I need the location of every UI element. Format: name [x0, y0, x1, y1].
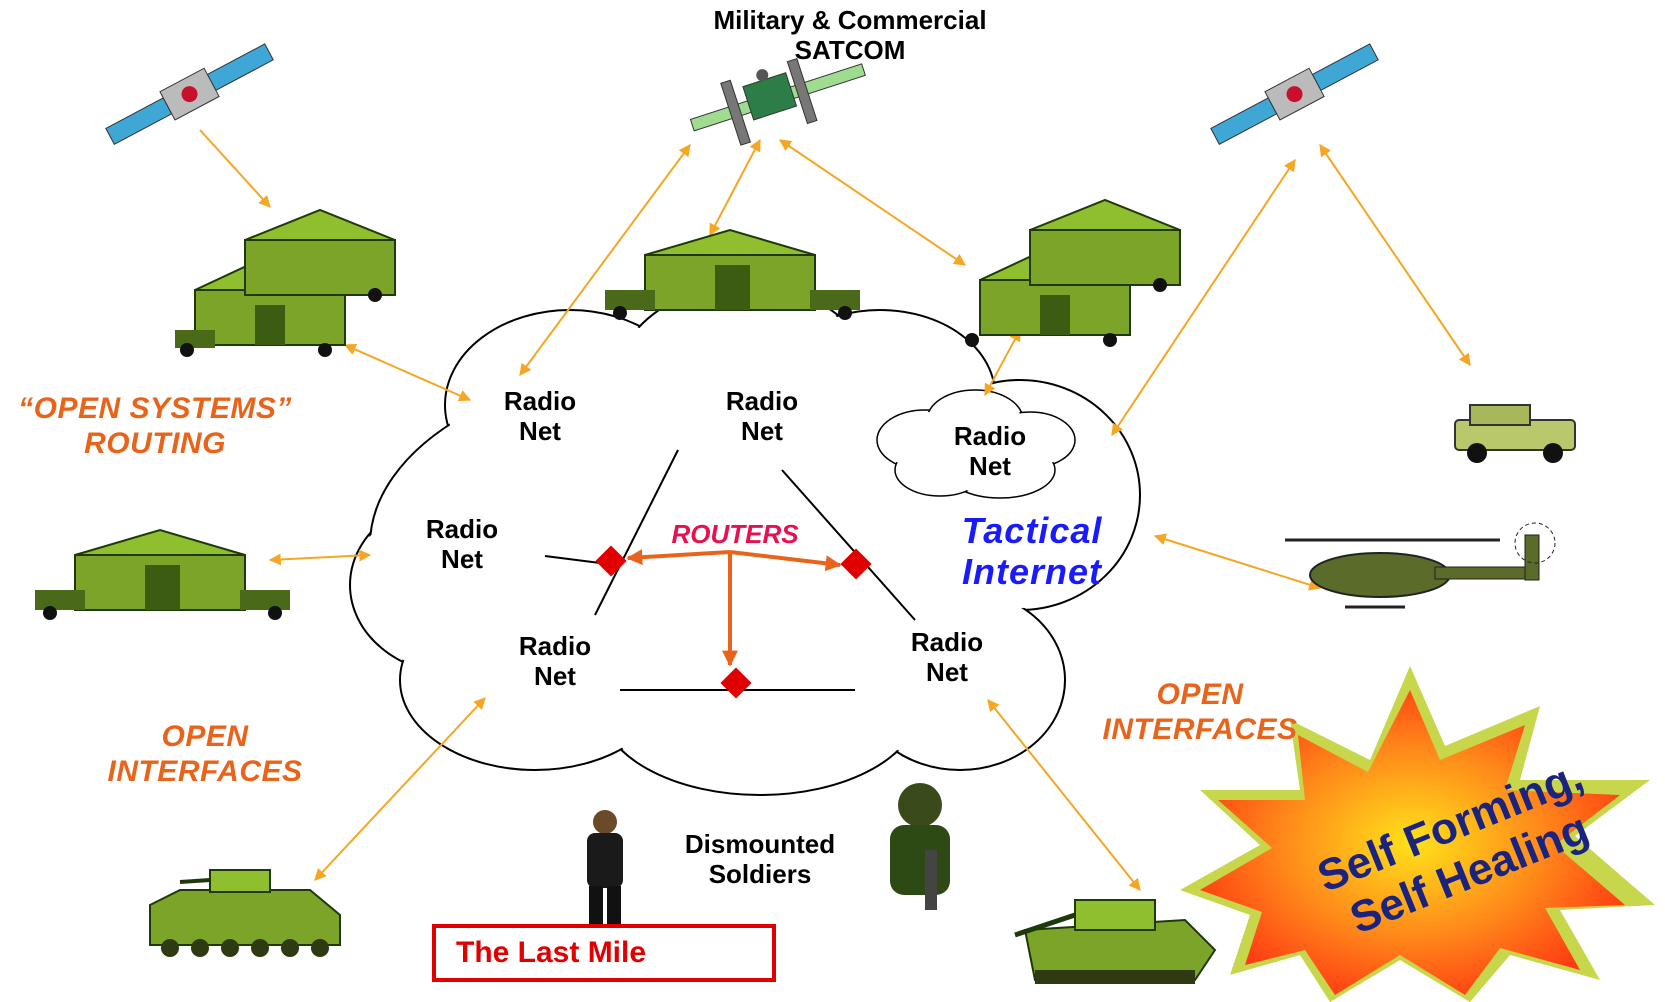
- open-interfaces-line2: INTERFACES: [1102, 712, 1298, 746]
- radio-net-line1: Radio: [725, 386, 799, 416]
- radio-net-line2: Net: [534, 660, 576, 691]
- radio-net-label: Radio Net: [382, 514, 542, 575]
- command-post-tent-icon: [35, 528, 290, 620]
- satcom-title-line1: Military & Commercial: [713, 5, 987, 35]
- radio-net-line2: Net: [519, 415, 561, 446]
- tactical-internet-label: Tactical Internet: [912, 510, 1152, 593]
- radio-net-label: Radio Net: [910, 421, 1070, 482]
- open-interfaces-line1: OPEN: [1156, 678, 1244, 711]
- open-interfaces-line2: INTERFACES: [107, 754, 303, 788]
- tactical-internet-line2: Internet: [961, 551, 1102, 593]
- link-arrows: [199, 129, 1471, 891]
- helicopter-icon: [1285, 522, 1556, 609]
- tank-icon: [1014, 899, 1217, 984]
- command-post-tent-icon: [965, 198, 1181, 347]
- open-systems-routing-line2: ROUTING: [84, 426, 226, 460]
- routers-label: ROUTERS: [671, 519, 799, 549]
- radio-net-line2: Net: [969, 450, 1011, 481]
- humvee-icon: [1454, 404, 1576, 463]
- satellite-icon: [1210, 43, 1379, 145]
- radio-net-line2: Net: [926, 656, 968, 687]
- radio-net-line2: Net: [741, 415, 783, 446]
- radio-net-label: Radio Net: [460, 386, 620, 447]
- self-forming-burst: [1180, 666, 1655, 1002]
- radio-net-label: Radio Net: [682, 386, 842, 447]
- open-systems-routing-label: “OPEN SYSTEMS” ROUTING: [0, 392, 310, 461]
- radio-net-label: Radio Net: [867, 627, 1027, 688]
- open-interfaces-label-right: OPEN INTERFACES: [1075, 678, 1325, 747]
- radio-net-line1: Radio: [910, 627, 984, 657]
- dismounted-soldiers-line2: Soldiers: [708, 858, 812, 889]
- command-post-tent-icon: [605, 228, 860, 320]
- router-arrows: [626, 549, 842, 667]
- last-mile-box: The Last Mile: [432, 924, 776, 982]
- command-post-tent-icon: [175, 208, 396, 357]
- satellite-icon: [105, 43, 274, 145]
- radio-net-line1: Radio: [503, 386, 577, 416]
- satcom-title-line2: SATCOM: [794, 34, 906, 65]
- dismounted-soldiers-line1: Dismounted: [684, 829, 836, 859]
- dismounted-soldiers-label: Dismounted Soldiers: [650, 829, 870, 890]
- radio-net-small-cloud: [876, 389, 1076, 499]
- satcom-title: Military & Commercial SATCOM: [665, 5, 1035, 66]
- satcom-station-icon: [689, 57, 866, 146]
- apc-icon: [149, 869, 341, 957]
- tactical-internet-line1: Tactical: [961, 510, 1103, 551]
- radio-net-line1: Radio: [425, 514, 499, 544]
- radio-net-line1: Radio: [518, 631, 592, 661]
- soldier-icon: [587, 810, 623, 924]
- open-systems-routing-line1: “OPEN SYSTEMS”: [18, 392, 292, 425]
- radio-net-line2: Net: [441, 543, 483, 574]
- soldier-icon: [890, 783, 950, 910]
- radio-net-label: Radio Net: [475, 631, 635, 692]
- radio-net-line1: Radio: [953, 421, 1027, 451]
- open-interfaces-label-left: OPEN INTERFACES: [80, 720, 330, 789]
- open-interfaces-line1: OPEN: [161, 720, 249, 753]
